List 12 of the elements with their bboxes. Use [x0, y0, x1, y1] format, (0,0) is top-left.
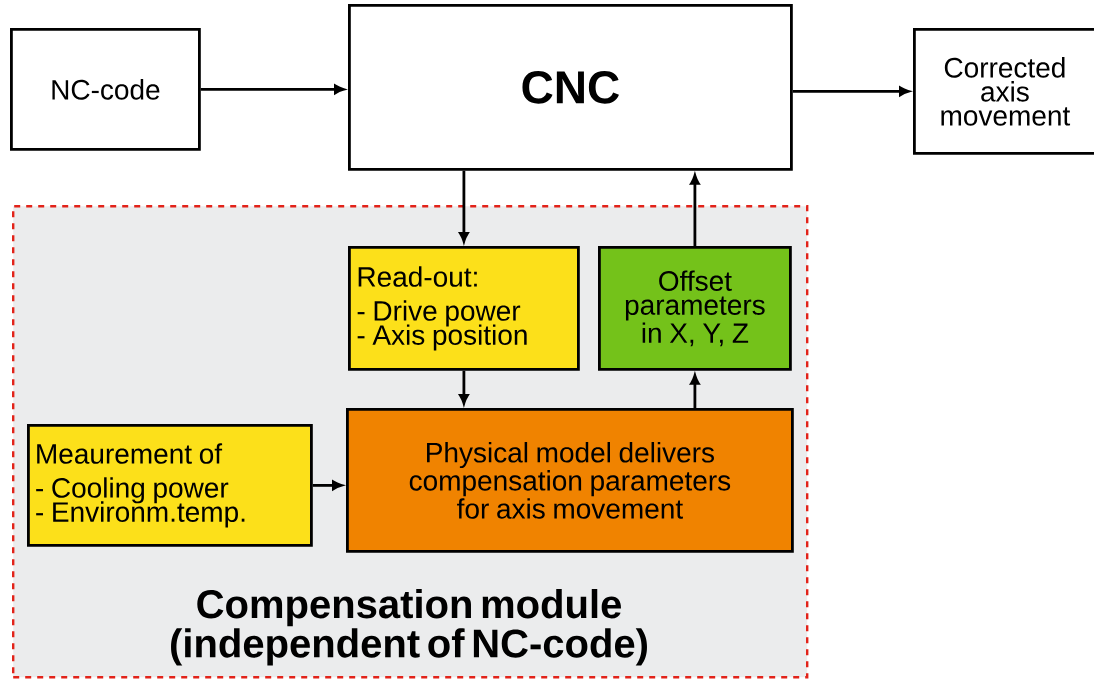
arrow [459, 370, 469, 405]
arrow [690, 374, 700, 408]
arrow [459, 170, 469, 243]
output-box: Offset parameters in X, Y, Z [598, 246, 792, 371]
process-box: NC-code [10, 28, 201, 151]
input-box: Meaurement of - Cooling power - Environm.temp. [27, 424, 313, 547]
module-heading: Compensation module (independent of NC-code) [171, 589, 647, 666]
arrow [690, 174, 700, 246]
output-box: Corrected axis movement [913, 28, 1094, 155]
input-box: Read-out: - Drive power - Axis position [348, 246, 580, 371]
process-box: CNC [348, 4, 793, 171]
model-box: Physical model delivers compensation parameters for axis movement [346, 408, 794, 553]
